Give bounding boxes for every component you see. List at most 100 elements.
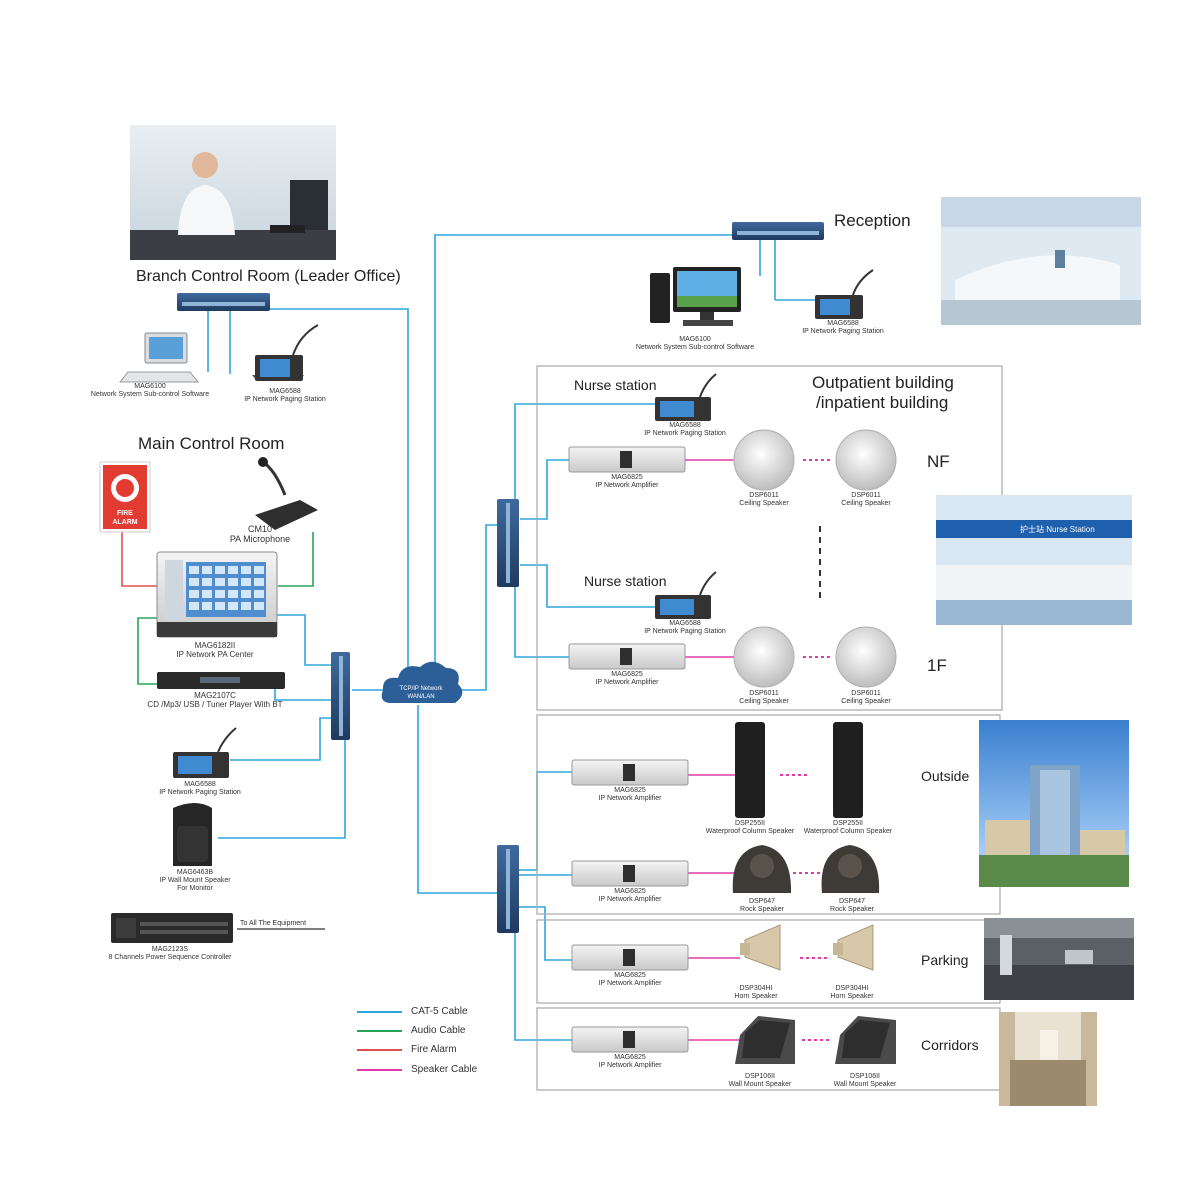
legend-cat5: CAT-5 Cable: [411, 1006, 468, 1017]
ceiling-speaker-nf-b: [835, 429, 897, 491]
parking-title: Parking: [921, 952, 969, 968]
column-speakers: [735, 722, 863, 818]
main-room-title: Main Control Room: [138, 434, 285, 453]
nurse-station-sign: 护士站 Nurse Station: [1020, 524, 1095, 534]
fire-alarm-cable: [121, 532, 158, 587]
outside-title: Outside: [921, 768, 970, 784]
nurse2-paging-station: [655, 571, 717, 619]
floor-1f-label: 1F: [927, 656, 947, 675]
cd-player: [157, 672, 285, 689]
building-title-2: /inpatient building: [816, 393, 949, 412]
cloud-label-1: TCP/IP Network: [400, 686, 444, 692]
column-speaker-a: [735, 722, 765, 818]
legend-fire: Fire Alarm: [411, 1044, 457, 1055]
reception-switch: [732, 222, 824, 240]
ceiling-speaker-nf-a: [733, 429, 795, 491]
amplifier-corridors: [571, 1026, 689, 1053]
rock-speakers: [732, 845, 880, 893]
wall-speakers: [735, 1016, 896, 1064]
corridor-photo: [999, 1012, 1097, 1106]
branch-laptop: [118, 332, 200, 383]
ceiling-speaker-1f-b: [835, 626, 897, 688]
horn-speakers: [740, 924, 874, 971]
fire-label-2: ALARM: [112, 519, 137, 526]
horn-speaker-a: [744, 924, 781, 971]
pa-microphone: [255, 457, 318, 530]
building-switch: [497, 499, 519, 587]
branch-room-title: Branch Control Room (Leader Office): [136, 268, 401, 285]
horn-speaker-b: [837, 924, 874, 971]
cloud-label-2: WAN/LAN: [407, 694, 434, 700]
power-sequencer: [111, 913, 325, 943]
amplifier-outside-1: [571, 759, 689, 786]
legend-audio: Audio Cable: [411, 1025, 466, 1036]
outside-switch: [497, 845, 519, 933]
reception-paging-station: [815, 269, 874, 319]
main-paging-station: [173, 727, 237, 778]
outside-building-photo: [979, 720, 1129, 887]
speaker-cables: [685, 459, 740, 1041]
column-speaker-b: [833, 722, 863, 818]
reception-photo: [941, 197, 1141, 325]
branch-paging-station: [252, 324, 319, 381]
monitor-wall-speaker: [173, 803, 212, 866]
audio-cables: [137, 532, 314, 685]
amplifier-outside-2: [571, 860, 689, 887]
speaker-dots: [780, 459, 832, 1041]
amplifier-1f: [568, 643, 686, 670]
branch-switch: [177, 293, 270, 311]
nurse1-paging-station: [655, 373, 717, 421]
amplifier-nf: [568, 446, 686, 473]
nurse-station-title-2: Nurse station: [584, 573, 667, 589]
nurse-station-title-1: Nurse station: [574, 377, 657, 393]
reception-title: Reception: [834, 211, 911, 230]
building-title-1: Outpatient building: [812, 373, 954, 392]
cat5-cables: [207, 234, 815, 1041]
legend-lines: [357, 1011, 402, 1071]
legend-speaker: Speaker Cable: [411, 1064, 478, 1075]
main-switch: [331, 652, 350, 740]
nurse-station-photo: 护士站 Nurse Station: [936, 495, 1132, 625]
fire-label-1: FIRE: [117, 510, 133, 517]
network-cloud: TCP/IP Network WAN/LAN: [381, 661, 463, 703]
ceiling-speakers: [733, 429, 897, 688]
sequencer-note: To All The Equipment: [240, 920, 307, 927]
corridors-title: Corridors: [921, 1037, 979, 1053]
reception-desktop: [650, 267, 741, 326]
floor-nf-label: NF: [927, 452, 950, 471]
parking-photo: [984, 918, 1134, 1000]
leader-office-photo: [130, 125, 336, 260]
amplifier-parking: [571, 944, 689, 971]
fire-alarm-sign: FIRE ALARM: [99, 461, 151, 533]
